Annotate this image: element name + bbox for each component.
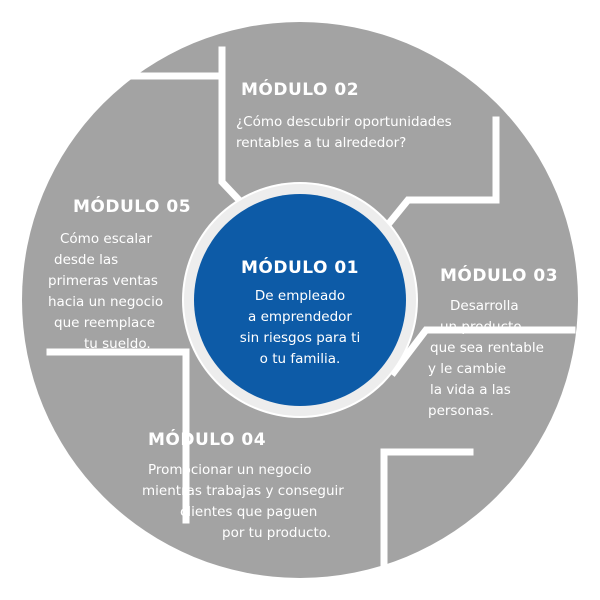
module-05-line-6: tu sueldo.	[84, 336, 151, 352]
module-03-line-1: Desarrolla	[450, 298, 519, 314]
module-03-line-6: personas.	[428, 403, 494, 419]
module-05-line-4: hacia un negocio	[48, 294, 164, 310]
module-01-line-3: sin riesgos para ti	[239, 330, 361, 346]
module-01-line-2: a emprendedor	[248, 309, 352, 325]
module-02-title: MÓDULO 02	[241, 80, 360, 100]
module-02-block: MÓDULO 02 ¿Cómo descubrir oportunidades …	[236, 80, 452, 154]
module-03-line-4: y le cambie	[428, 361, 507, 377]
module-05-line-5: que reemplace	[54, 315, 156, 331]
module-03-line-2: un producto	[440, 319, 522, 335]
module-01-line-1: De empleado	[254, 288, 346, 304]
module-03-line-5: la vida a las	[430, 382, 511, 398]
module-05-title: MÓDULO 05	[73, 197, 192, 217]
module-04-line-1: Promocionar un negocio	[148, 462, 312, 478]
module-03-title: MÓDULO 03	[440, 266, 559, 286]
module-01-line-4: o tu familia.	[259, 351, 341, 367]
module-04-line-2: mientras trabajas y conseguir	[142, 483, 344, 499]
module-01-block: MÓDULO 01 De empleado a emprendedor sin …	[200, 258, 400, 370]
center-disc	[194, 194, 406, 406]
module-05-block: MÓDULO 05 Cómo escalar desde las primera…	[48, 197, 208, 355]
module-05-line-1: Cómo escalar	[60, 231, 152, 247]
module-03-line-3: que sea rentable	[430, 340, 544, 356]
module-02-line-1: ¿Cómo descubrir oportunidades	[236, 114, 452, 130]
module-02-line-2: rentables a tu alrededor?	[236, 135, 407, 151]
module-04-title: MÓDULO 04	[148, 430, 267, 450]
module-03-block: MÓDULO 03 Desarrolla un producto que sea…	[424, 266, 584, 422]
module-05-line-2: desde las	[54, 252, 119, 268]
module-04-line-3: clientes que paguen	[180, 504, 318, 520]
module-01-title: MÓDULO 01	[240, 258, 360, 278]
module-04-line-4: por tu producto.	[222, 525, 332, 541]
module-04-block: MÓDULO 04 Promocionar un negocio mientra…	[140, 430, 344, 544]
module-05-line-3: primeras ventas	[48, 273, 158, 289]
